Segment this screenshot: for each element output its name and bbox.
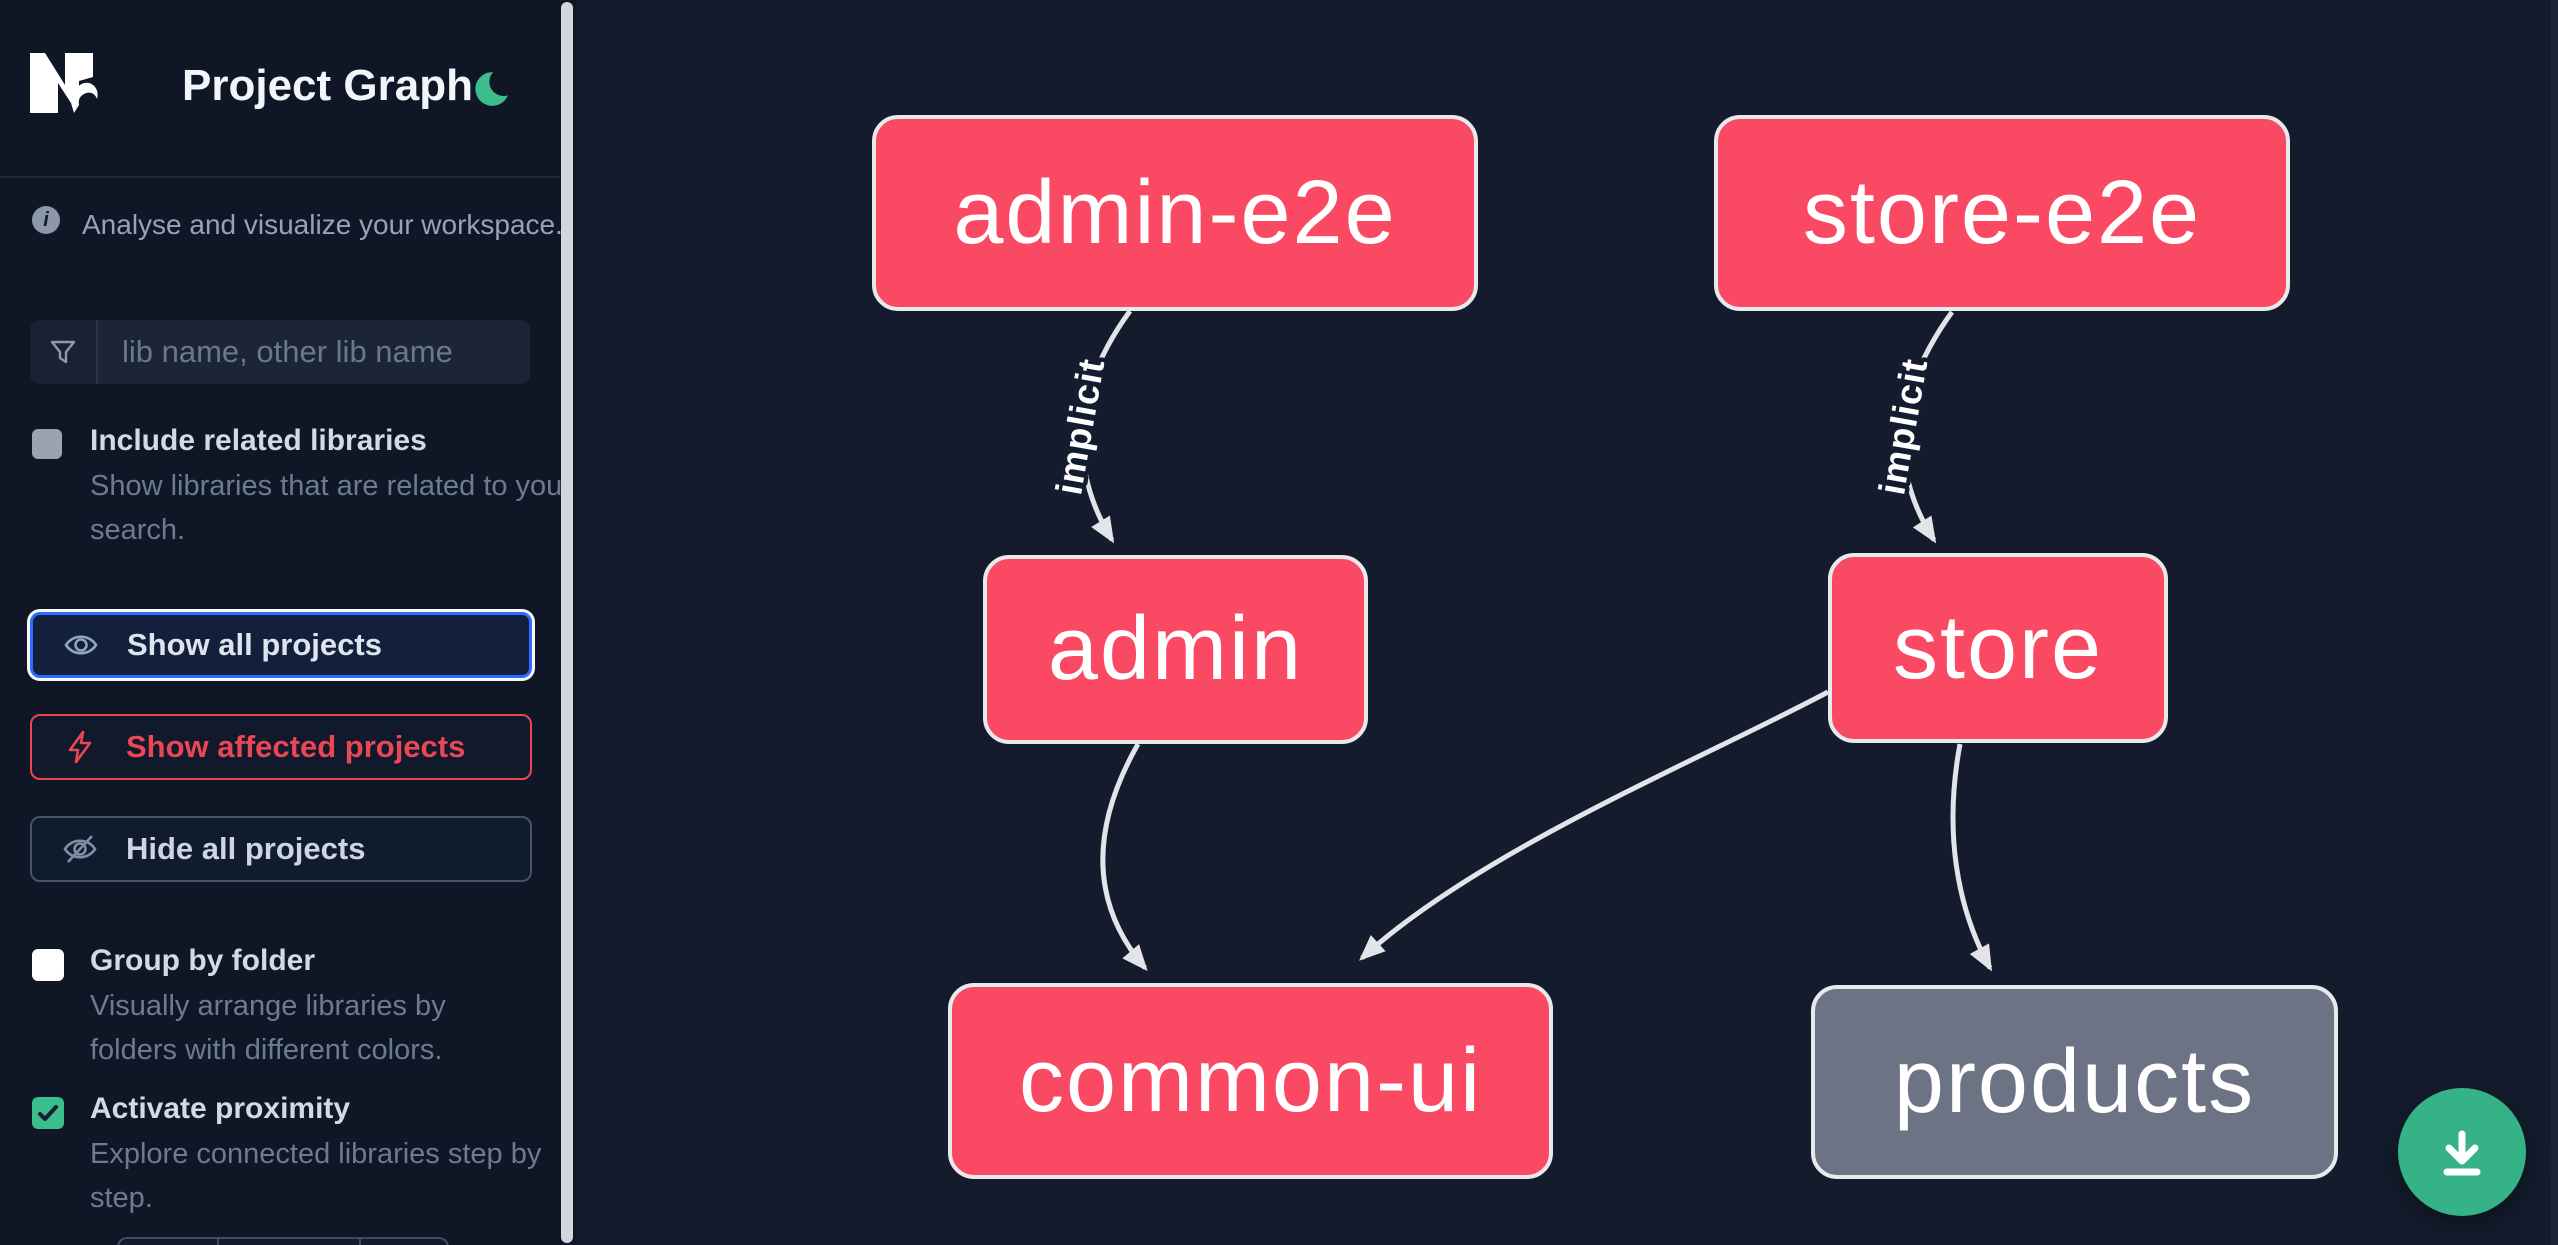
show-all-projects-button[interactable]: Show all projects [30,612,532,678]
include-related-label: Include related libraries [90,424,427,457]
download-image-button[interactable] [2398,1088,2526,1216]
edge-admin-common-ui [1100,742,1148,972]
search-input[interactable] [98,320,530,384]
eye-off-icon [63,835,97,863]
activate-proximity-description: Explore connected libraries step by step… [90,1138,542,1214]
graph-node-store-e2e[interactable]: store-e2e [1714,115,2290,311]
graph-node-common-ui[interactable]: common-ui [948,983,1553,1179]
stepper-divider [217,1239,219,1245]
page-scrollbar[interactable] [2551,0,2558,1245]
graph-node-admin-e2e[interactable]: admin-e2e [872,115,1478,311]
header-divider [0,176,560,178]
show-all-projects-label: Show all projects [127,627,382,662]
edge-label-implicit-1: implicit [1048,355,1112,498]
check-icon [38,1105,58,1121]
moon-icon[interactable] [472,70,510,108]
group-by-folder-description: Visually arrange libraries by folders wi… [90,990,446,1066]
search-field [30,320,530,384]
activate-proximity-checkbox[interactable] [32,1097,64,1129]
group-by-folder-label: Group by folder [90,944,315,977]
hide-all-projects-label: Hide all projects [126,831,366,866]
graph-node-admin[interactable]: admin [983,555,1368,744]
sidebar-scrollbar[interactable] [561,2,573,1243]
sidebar: Project Graph i Analyse and visualize yo… [0,0,576,1245]
edge-label-implicit-2: implicit [1871,355,1935,498]
eye-icon [64,635,98,655]
show-affected-projects-label: Show affected projects [126,729,466,764]
stepper-divider [359,1239,361,1245]
edge-store-products [1950,743,1993,972]
edge-paths [1079,309,1993,972]
group-by-folder-checkbox[interactable] [32,949,64,981]
activate-proximity-label: Activate proximity [90,1092,351,1125]
edge-store-common-ui [1359,689,1830,961]
bolt-icon [68,730,92,764]
page-title: Project Graph [182,61,473,110]
graph-node-store[interactable]: store [1828,553,2168,743]
nx-logo [30,53,98,113]
include-related-checkbox[interactable] [32,429,62,459]
graph-node-products[interactable]: products [1811,985,2338,1179]
include-related-description: Show libraries that are related to your … [90,470,572,546]
download-icon [2443,1130,2481,1176]
info-icon: i [32,206,60,234]
workspace-tagline: Analyse and visualize your workspace. [82,209,563,240]
hide-all-projects-button[interactable]: Hide all projects [30,816,532,882]
proximity-stepper-partial[interactable] [117,1237,449,1245]
funnel-icon [30,320,98,384]
show-affected-projects-button[interactable]: Show affected projects [30,714,532,780]
edge-admin-e2e-admin [1079,309,1133,544]
edge-store-e2e-store [1901,310,1955,544]
